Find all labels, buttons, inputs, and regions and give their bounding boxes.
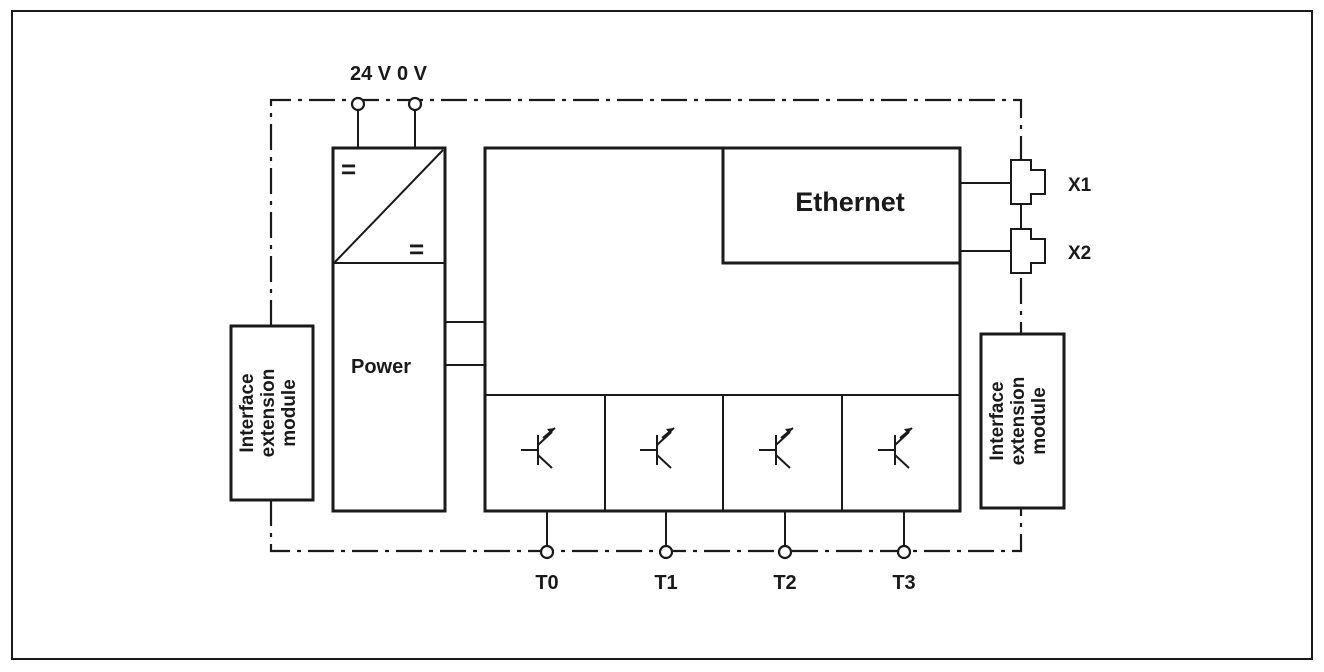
ethernet-ports: X1 X2 [960, 159, 1092, 274]
interface-extension-module-right: Interface extension module [979, 332, 1066, 510]
interface-module-right-box [979, 332, 1066, 510]
power-column [331, 146, 447, 513]
interface-module-left-box [229, 324, 315, 502]
outer-frame [11, 10, 1313, 660]
output-label-t0: T0 [535, 572, 558, 594]
terminal-t0 [539, 544, 555, 560]
interface-left-line-2: extension [258, 369, 279, 458]
interface-extension-module-left: Interface extension module [229, 324, 315, 502]
interface-left-line-1: Interface [237, 373, 258, 452]
port-x1-connector [1010, 159, 1046, 205]
transistor-icon [640, 427, 675, 469]
output-label-t3: T3 [892, 572, 915, 594]
output-label-t1: T1 [654, 572, 677, 594]
output-label-t2: T2 [773, 572, 796, 594]
port-x1-label: X1 [1068, 175, 1092, 196]
converter-output-symbol: = [409, 234, 424, 264]
supply-24v-label: 24 V [350, 63, 392, 85]
power-label: Power [351, 356, 411, 378]
interface-right-line-2: extension [1008, 377, 1029, 466]
controller-block: Ethernet [483, 146, 962, 513]
terminal-t1 [658, 544, 674, 560]
converter-input-symbol: = [341, 154, 356, 184]
ethernet-label: Ethernet [795, 187, 905, 217]
terminal-t2 [777, 544, 793, 560]
supply-terminals: 24 V 0 V [350, 63, 428, 148]
port-x2-label: X2 [1068, 243, 1091, 264]
interface-right-line-3: module [1029, 387, 1050, 455]
supply-0v-label: 0 V [397, 63, 428, 85]
terminal-t3 [896, 544, 912, 560]
interface-left-line-3: module [279, 379, 300, 447]
power-supply-block: = = Power [331, 146, 485, 513]
converter-diagonal [334, 149, 444, 263]
transistor-icon [878, 427, 913, 469]
enclosure-boundary [269, 98, 1023, 553]
output-terminals: T0 T1 T2 T3 [535, 511, 916, 594]
interface-right-line-1: Interface [987, 381, 1008, 460]
ethernet-block [721, 146, 962, 265]
terminal-24v [350, 96, 366, 112]
transistor-icon [759, 427, 794, 469]
port-x2-connector [1010, 228, 1046, 274]
terminal-0v [407, 96, 423, 112]
transistor-icon [521, 427, 556, 469]
